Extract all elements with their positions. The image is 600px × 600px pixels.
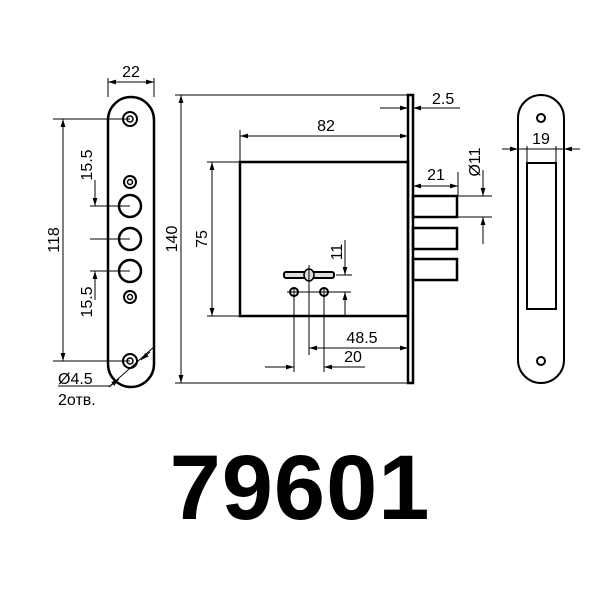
bolt-length-label: 21 (427, 167, 445, 184)
strike-opening (526, 162, 557, 310)
lower-spacing-label: 15.5 (79, 286, 96, 317)
strike-plate-outline (517, 94, 565, 384)
strike-screw-hole-bottom (536, 356, 546, 366)
strike-plate-view: 19 (502, 94, 580, 384)
plate-thickness-label: 2.5 (432, 91, 454, 108)
bolt-3 (411, 257, 459, 282)
front-plate-width-label: 22 (122, 64, 140, 81)
body-width-label: 82 (317, 118, 335, 135)
strike-width-label: 19 (532, 131, 550, 148)
upper-spacing-label: 15.5 (79, 149, 96, 180)
backset-label: 48.5 (346, 330, 377, 347)
lock-body-view: 11 140 75 82 2.5 21 Ø11 48.5 (164, 91, 492, 385)
bolt-diameter-label: Ø11 (467, 147, 484, 176)
spindle-spacing-label: 20 (344, 349, 362, 366)
model-number: 79601 (169, 437, 431, 539)
front-plate-view: 22 118 15.5 15.5 Ø4.5 2отв. (46, 64, 156, 409)
bolt-1 (411, 194, 459, 219)
keyhole-offset-label: 11 (329, 244, 346, 261)
hole-diameter-label: Ø4.5 (58, 371, 93, 388)
body-height-label: 75 (194, 230, 211, 248)
total-height-label: 140 (164, 226, 181, 253)
bolt-2 (411, 226, 459, 251)
front-plate-outline (106, 95, 156, 389)
strike-screw-hole-top (536, 113, 546, 123)
screw-spacing-label: 118 (46, 227, 63, 253)
hole-count-label: 2отв. (58, 392, 96, 409)
